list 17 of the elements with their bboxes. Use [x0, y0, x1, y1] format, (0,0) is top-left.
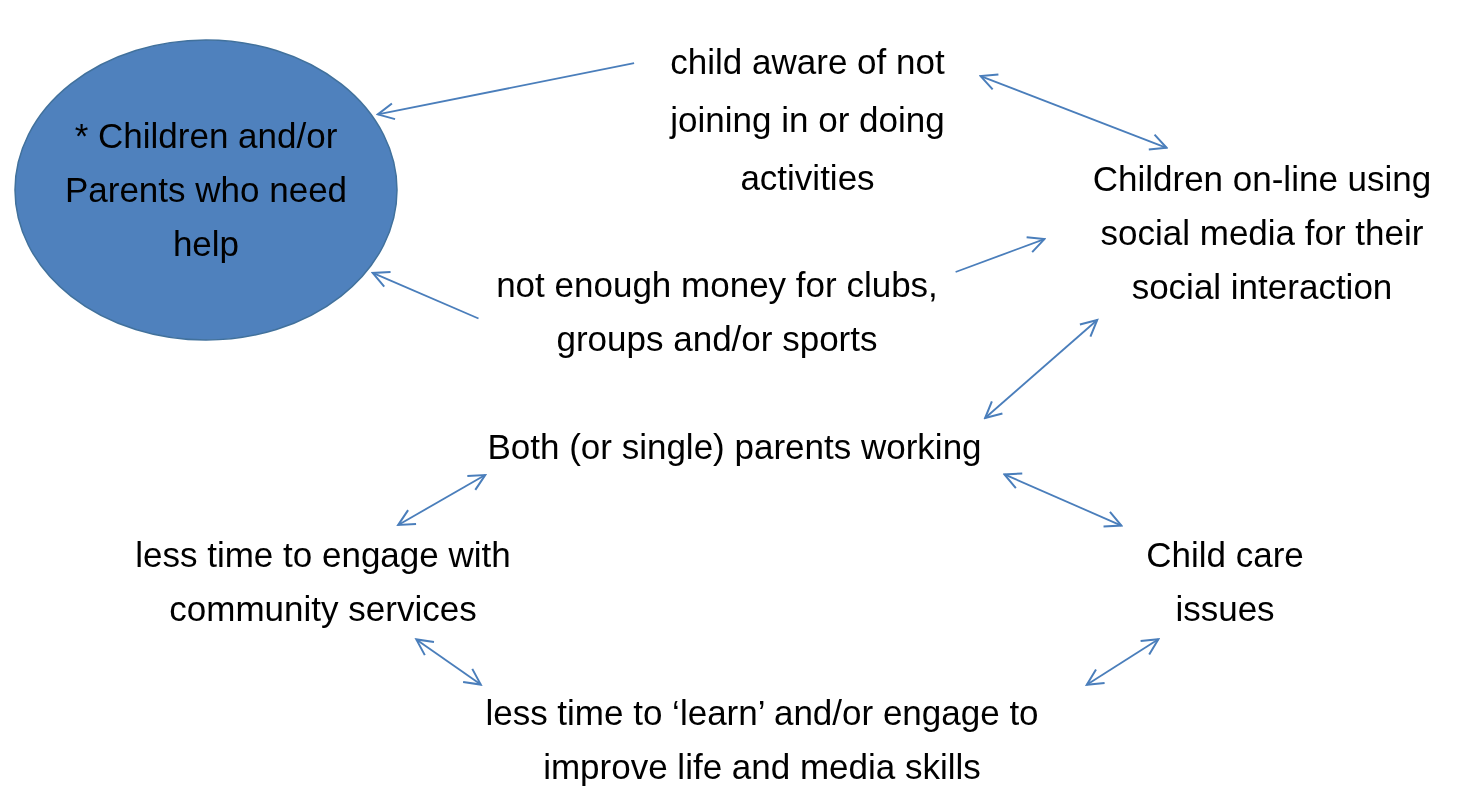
arrow: [984, 319, 1099, 419]
node-label: less time to engage with community services: [134, 534, 512, 630]
arrow: [376, 62, 635, 121]
node-label: Child care issues: [1145, 534, 1305, 630]
arrow: [397, 474, 487, 526]
node-label: child aware of not joining in or doing activities: [668, 40, 946, 199]
arrow: [415, 638, 482, 686]
arrow: [979, 73, 1168, 151]
node-label: not enough money for clubs, groups and/or sports: [495, 264, 939, 360]
node-label: Children on-line using social media for their social interaction: [1091, 158, 1433, 308]
arrow: [954, 236, 1046, 273]
arrow: [1085, 638, 1160, 686]
node-label: Both (or single) parents working: [486, 427, 983, 467]
arrow: [1003, 472, 1123, 528]
arrow: [371, 270, 480, 320]
node-label: * Children and/or Parents who need help: [63, 115, 349, 265]
node-label: less time to ‘learn’ and/or engage to improve life and media skills: [484, 692, 1040, 788]
